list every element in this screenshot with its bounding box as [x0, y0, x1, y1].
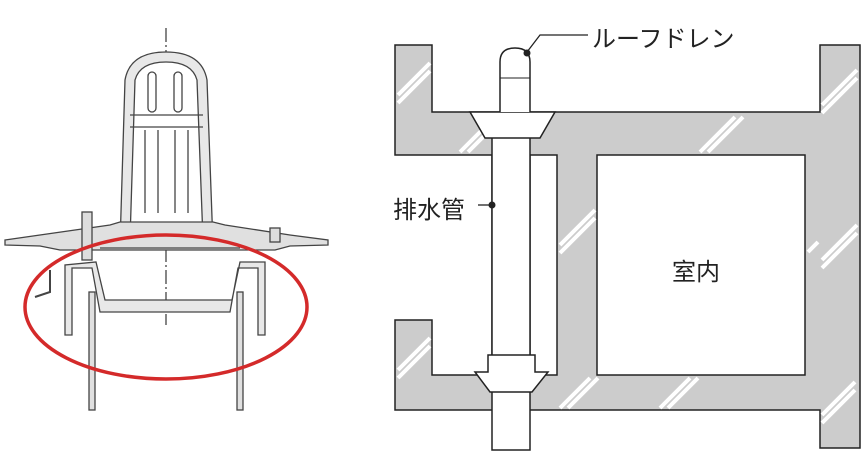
- pipe-joint: [473, 354, 550, 393]
- label-drain-pipe: 排水管: [393, 196, 465, 224]
- label-indoor: 室内: [672, 258, 720, 286]
- leader-roof-drain: [526, 34, 588, 53]
- building-section: [394, 34, 861, 451]
- pipe-wall-left: [88, 291, 96, 411]
- strainer-slots: [130, 71, 203, 213]
- drain-flange: [468, 111, 557, 139]
- bolt-left: [81, 211, 93, 261]
- drain-pipe: [491, 129, 531, 451]
- label-roof-drain: ルーフドレン: [592, 25, 735, 53]
- roof-drain-head: [499, 47, 531, 112]
- highlight-ellipse: [23, 233, 309, 381]
- pipe-wall-right: [236, 291, 244, 411]
- indoor-room: [596, 154, 806, 376]
- bolt-right: [269, 227, 281, 243]
- drain-body: [64, 261, 266, 336]
- pipe-sleeve: [529, 154, 558, 376]
- roof-drain-detail: [4, 28, 329, 411]
